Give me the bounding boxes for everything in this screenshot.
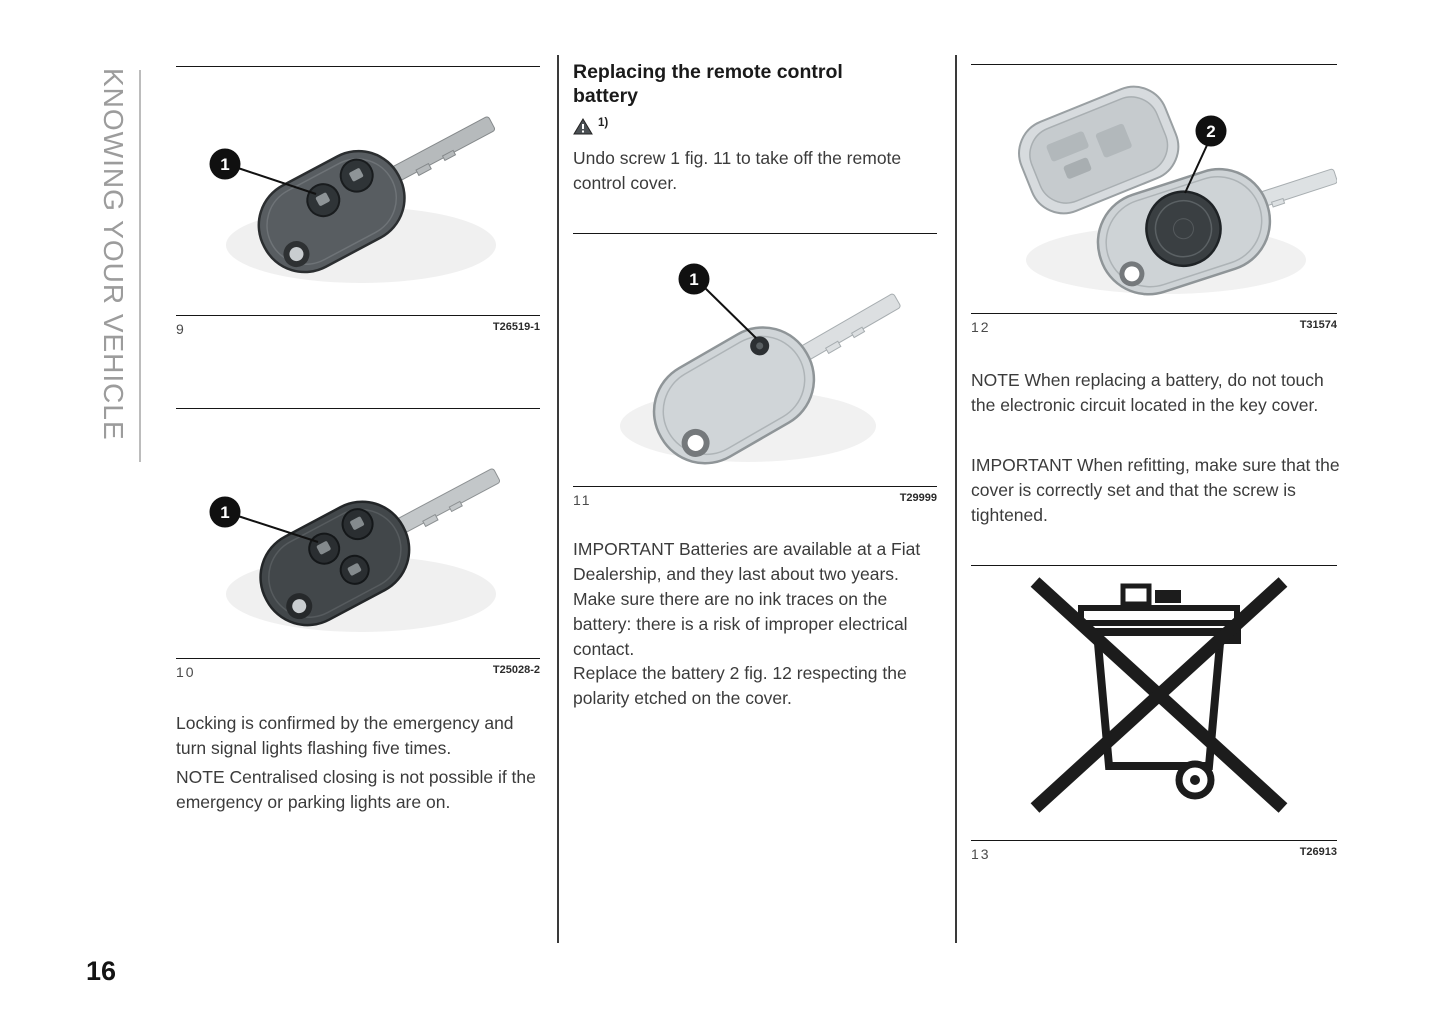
figure-10-bottom-rule	[176, 658, 540, 659]
callout-badge-1	[209, 496, 241, 528]
callout-badge-1	[678, 263, 710, 295]
column-separator-2	[955, 55, 957, 943]
figure-13-bottom-rule	[971, 840, 1337, 841]
callout-number: 1	[220, 155, 229, 174]
figure-number: 10	[176, 664, 196, 680]
figure-number: 11	[573, 492, 592, 508]
figure-code: T26913	[1299, 846, 1337, 858]
figure-11-top-rule	[573, 233, 937, 234]
col3-paragraph-note-circuit: NOTE When replacing a battery, do not to…	[971, 370, 1324, 415]
warning-icon	[573, 118, 593, 135]
figure-13-top-rule	[971, 565, 1337, 566]
figure-9: 1 9 T26519-1	[176, 66, 540, 337]
figure-9-caption: 9 T26519-1	[176, 321, 540, 337]
figure-13: 13 T26913	[971, 565, 1337, 862]
figure-10-top-rule	[176, 408, 540, 409]
col2-paragraph-important-batteries: IMPORTANT Batteries are available at a F…	[573, 539, 921, 659]
figure-9-image: 1	[176, 67, 540, 315]
figure-number: 12	[971, 319, 991, 335]
page-number: 16	[86, 956, 117, 986]
section-heading: Replacing the remote control battery	[573, 61, 843, 107]
figure-10: 1 10 T25028-2	[176, 408, 540, 680]
weee-crossed-bin-icon	[1030, 577, 1288, 813]
callout-badge-2	[1195, 115, 1227, 147]
figure-10-caption: 10 T25028-2	[176, 664, 540, 680]
col1-paragraph-note: NOTE Centralised closing is not possible…	[176, 767, 536, 812]
figure-9-bottom-rule	[176, 315, 540, 316]
figure-11-image: 1	[573, 234, 937, 486]
warning-reference-row: 1)	[573, 117, 609, 135]
figure-13-caption: 13 T26913	[971, 846, 1337, 862]
figure-11: 1 11 T29999	[573, 233, 937, 508]
sidebar-rule	[139, 70, 141, 462]
callout-number: 1	[220, 503, 229, 522]
remote-key-three-button-illustration: 1	[209, 468, 501, 632]
figure-code: T25028-2	[492, 664, 540, 676]
col3-paragraph-important-refitting: IMPORTANT When refitting, make sure that…	[971, 455, 1340, 525]
figure-13-image	[971, 566, 1337, 840]
column-separator-1	[557, 55, 559, 943]
col2-paragraph-replace-battery: Replace the battery 2 fig. 12 respecting…	[573, 663, 907, 708]
col2-paragraph-undo-screw: Undo screw 1 fig. 11 to take off the rem…	[573, 148, 902, 193]
figure-code: T31574	[1299, 319, 1337, 331]
figure-code: T26519-1	[492, 321, 540, 333]
figure-12: 2 12 T31574	[971, 64, 1338, 335]
figure-12-image: 2	[971, 65, 1338, 313]
figure-11-bottom-rule	[573, 486, 937, 487]
callout-badge-1	[209, 148, 241, 180]
figure-number: 13	[971, 846, 991, 862]
figure-9-top-rule	[176, 66, 540, 67]
figure-code: T29999	[899, 492, 937, 504]
callout-number: 1	[689, 270, 698, 289]
remote-key-two-button-illustration: 1	[209, 116, 496, 283]
figure-11-caption: 11 T29999	[573, 492, 937, 508]
figure-12-bottom-rule	[971, 313, 1337, 314]
callout-number: 2	[1206, 122, 1215, 141]
figure-12-top-rule	[971, 64, 1337, 65]
key-back-cover-screw-illustration: 1	[620, 263, 901, 465]
figure-10-image: 1	[176, 409, 540, 658]
warning-note-ref: 1)	[598, 117, 609, 129]
figure-number: 9	[176, 321, 186, 337]
figure-12-caption: 12 T31574	[971, 319, 1337, 335]
chapter-sidebar-title: KNOWING YOUR VEHICLE	[98, 68, 129, 441]
key-open-battery-illustration: 2	[1018, 85, 1338, 296]
col1-paragraph-locking: Locking is confirmed by the emergency an…	[176, 713, 514, 758]
